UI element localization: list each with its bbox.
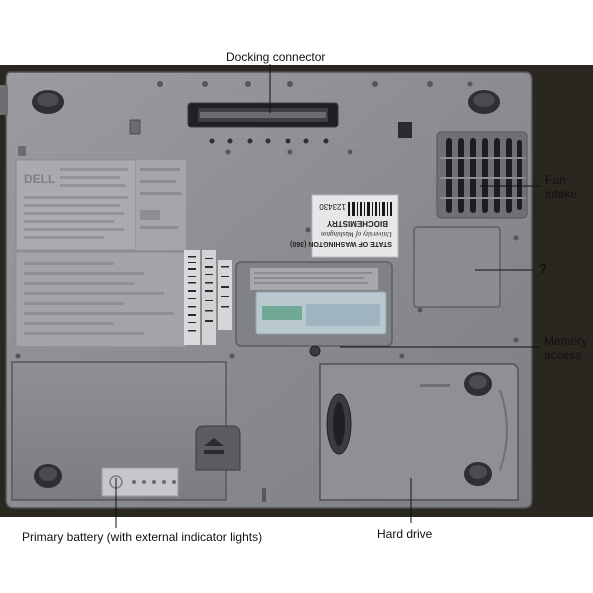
dell-logo: DELL: [24, 172, 55, 186]
fan-intake-label-line1: Fan: [545, 173, 566, 187]
asset-tag-sticker: STATE OF WASHINGTON (360) University of …: [290, 194, 399, 258]
sticker-department: BIOCHEMISTRY: [326, 219, 388, 228]
barcode-stickers: [184, 250, 232, 345]
unknown-panel-label: ?: [539, 261, 547, 276]
fan-intake-label-line2: intake: [545, 187, 578, 201]
docking-connector-label: Docking connector: [226, 50, 326, 64]
memory-access-label-line1: Memory: [544, 334, 588, 348]
lock-slot: [18, 146, 26, 156]
fan-intake-grille: [436, 131, 528, 219]
primary-battery-label: Primary battery (with external indicator…: [22, 530, 263, 544]
seam-mark: [262, 488, 266, 502]
hard-drive-label: Hard drive: [377, 527, 433, 541]
screw-row-middle: [15, 227, 519, 359]
memory-access-panel: [235, 261, 393, 357]
sticker-institution: University of Washington: [321, 230, 392, 238]
docking-connector: [187, 102, 339, 128]
callout-lines: [115, 64, 540, 528]
battery-indicator-lights: [101, 467, 179, 497]
battery-release-latch: [195, 425, 241, 471]
hinge-left: [0, 85, 8, 115]
memory-access-label-line2: access: [544, 348, 582, 362]
sticker-state-line: STATE OF WASHINGTON (360): [290, 240, 392, 247]
unknown-access-panel: [413, 226, 501, 308]
dock-alignment-holes: [209, 138, 329, 144]
hard-drive-bay: [319, 363, 519, 501]
fan-intake-label: Fan intake: [545, 173, 577, 201]
regulatory-label: DELL: [15, 159, 187, 348]
memory-access-label: Memory access: [544, 334, 587, 362]
sticker-inventory-number: 123430: [319, 202, 346, 211]
latch-slot-right: [398, 122, 412, 138]
screw-row-top: [157, 81, 473, 155]
latch-slot-left: [129, 119, 141, 135]
